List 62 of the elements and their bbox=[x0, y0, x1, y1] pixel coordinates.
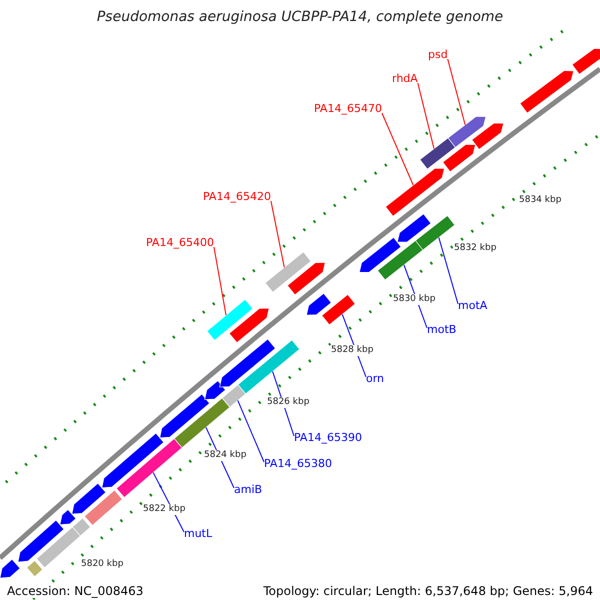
gene-feature bbox=[228, 308, 270, 344]
leader-line bbox=[381, 112, 414, 186]
gene-feature bbox=[471, 122, 504, 150]
gene-feature bbox=[116, 438, 182, 498]
gene-label: PA14_65470 bbox=[314, 103, 382, 114]
gene-feature bbox=[159, 394, 210, 438]
gene-feature bbox=[204, 380, 226, 400]
scale-label: 5832 kbp bbox=[453, 243, 498, 254]
scale-label: 5830 kbp bbox=[392, 294, 436, 305]
gene-feature bbox=[286, 262, 326, 296]
gene-label: motA bbox=[458, 300, 488, 311]
scale-label: 5828 kbp bbox=[330, 345, 374, 356]
gene-feature bbox=[26, 560, 44, 578]
gene-feature bbox=[572, 48, 600, 75]
gene-feature bbox=[18, 520, 64, 562]
gene-feature bbox=[84, 490, 123, 526]
scale-label: 5820 kbp bbox=[80, 559, 124, 570]
gene-label: rhdA bbox=[392, 73, 418, 84]
gene-feature bbox=[0, 558, 20, 578]
gene-label: mutL bbox=[184, 528, 212, 539]
diagram-title: Pseudomonas aeruginosa UCBPP-PA14, complete genome bbox=[96, 10, 504, 24]
gene-feature bbox=[36, 526, 81, 568]
scale-label: 5826 kbp bbox=[266, 397, 310, 408]
leader-line bbox=[270, 200, 285, 268]
gene-label: PA14_65420 bbox=[203, 191, 271, 202]
gene-feature bbox=[219, 338, 276, 388]
info-text: Accession: NC_008463 bbox=[6, 584, 144, 598]
gene-label: PA14_65390 bbox=[294, 432, 362, 443]
gene-label: orn bbox=[366, 373, 384, 384]
leader-line bbox=[213, 246, 227, 316]
gene-feature bbox=[442, 144, 476, 172]
gene-label: psd bbox=[428, 49, 448, 60]
gene-feature bbox=[396, 213, 432, 242]
leader-line bbox=[438, 236, 458, 304]
gene-feature bbox=[520, 70, 574, 114]
gene-feature bbox=[321, 294, 356, 326]
gene-feature bbox=[206, 298, 254, 341]
gene-feature bbox=[72, 482, 106, 514]
gene-feature bbox=[174, 398, 230, 448]
gene-feature bbox=[72, 518, 91, 536]
gene-feature bbox=[238, 340, 300, 394]
gene-label: PA14_65380 bbox=[264, 458, 332, 469]
gene-feature bbox=[448, 116, 486, 148]
gene-label: PA14_65400 bbox=[146, 237, 214, 248]
gene-label: motB bbox=[427, 324, 456, 335]
gene-feature bbox=[377, 240, 424, 280]
gene-feature bbox=[385, 168, 445, 217]
leader-line bbox=[447, 58, 466, 126]
info-text: Topology: circular; Length: 6,537,648 bp; Genes: 5,964 bbox=[262, 584, 594, 598]
scale-label: 5834 kbp bbox=[518, 195, 562, 206]
scale-label: 5824 kbp bbox=[203, 450, 248, 461]
gene-feature bbox=[419, 137, 456, 170]
gene-feature bbox=[264, 251, 312, 293]
gene-label: amiB bbox=[234, 484, 262, 495]
gene-feature bbox=[102, 432, 164, 488]
gene-feature bbox=[222, 384, 246, 408]
scale-label: 5822 kbp bbox=[142, 504, 186, 515]
gene-feature bbox=[306, 292, 332, 316]
gene-feature bbox=[415, 215, 456, 250]
gene-feature bbox=[359, 236, 402, 273]
leader-line bbox=[237, 400, 264, 462]
leader-line bbox=[417, 82, 434, 150]
